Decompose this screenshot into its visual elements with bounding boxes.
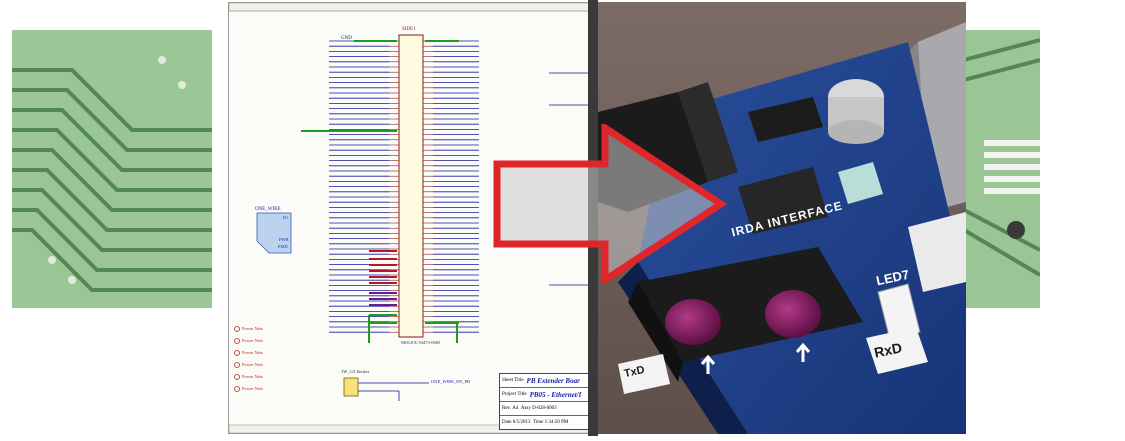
time-value: 1:34:50 PM [544, 420, 569, 425]
power-net-label: Power Nets [242, 326, 263, 331]
date-value: 6/5/2013 [512, 420, 531, 425]
schematic-drawing: SIDE1 GND MOLEX-54475-0605 ONE_WIRE IO P… [228, 2, 592, 434]
title-row-sheet: Sheet Title PB Extender Boar [500, 374, 590, 388]
assy-label: Assy [520, 406, 531, 411]
power-net-label: Power Nets [242, 350, 263, 355]
assy-value: D-828-0003 [532, 406, 557, 411]
power-net-label: Power Nets [242, 338, 263, 343]
rev-label: Rev. [502, 406, 511, 411]
connector-label: MOLEX-54475-0605 [401, 340, 441, 345]
sheet-title: PB Extender Boar [526, 376, 580, 385]
schematic-title-block: Sheet Title PB Extender Boar Project Tit… [499, 373, 591, 430]
one-wire-label: ONE_WIRE [255, 207, 281, 212]
bottom-net-label: ONE_WIRE_EN_PB [431, 379, 470, 384]
project-title-label: Project Title [502, 392, 527, 397]
transition-arrow [493, 121, 733, 287]
project-title: PB05 - Ethernet/I [529, 390, 582, 399]
title-row-date: Date 6/5/2013 Time 1:34:50 PM [500, 416, 590, 429]
time-label: Time [532, 420, 544, 425]
socket-label: 1W_1/2 Socket [341, 369, 369, 374]
one-wire-pin-fsdi: FSDI [278, 244, 288, 249]
header-label: SIDE1 [402, 27, 416, 32]
rev-value: A4 [512, 406, 519, 411]
power-net-label: Power Nets [242, 386, 263, 391]
title-row-project: Project Title PB05 - Ethernet/I [500, 388, 590, 402]
one-wire-pin-io: IO [283, 215, 288, 220]
one-wire-pin-pwr: PWR [279, 237, 289, 242]
title-row-rev: Rev. A4 Assy D-828-0003 [500, 402, 590, 416]
pcb-photo-right [964, 30, 1040, 308]
pcb-photo-left [12, 30, 212, 308]
ground-label: GND [341, 36, 352, 41]
sheet-title-label: Sheet Title [502, 378, 524, 383]
power-net-label: Power Nets [242, 374, 263, 379]
date-label: Date [502, 420, 512, 425]
power-net-label: Power Nets [242, 362, 263, 367]
